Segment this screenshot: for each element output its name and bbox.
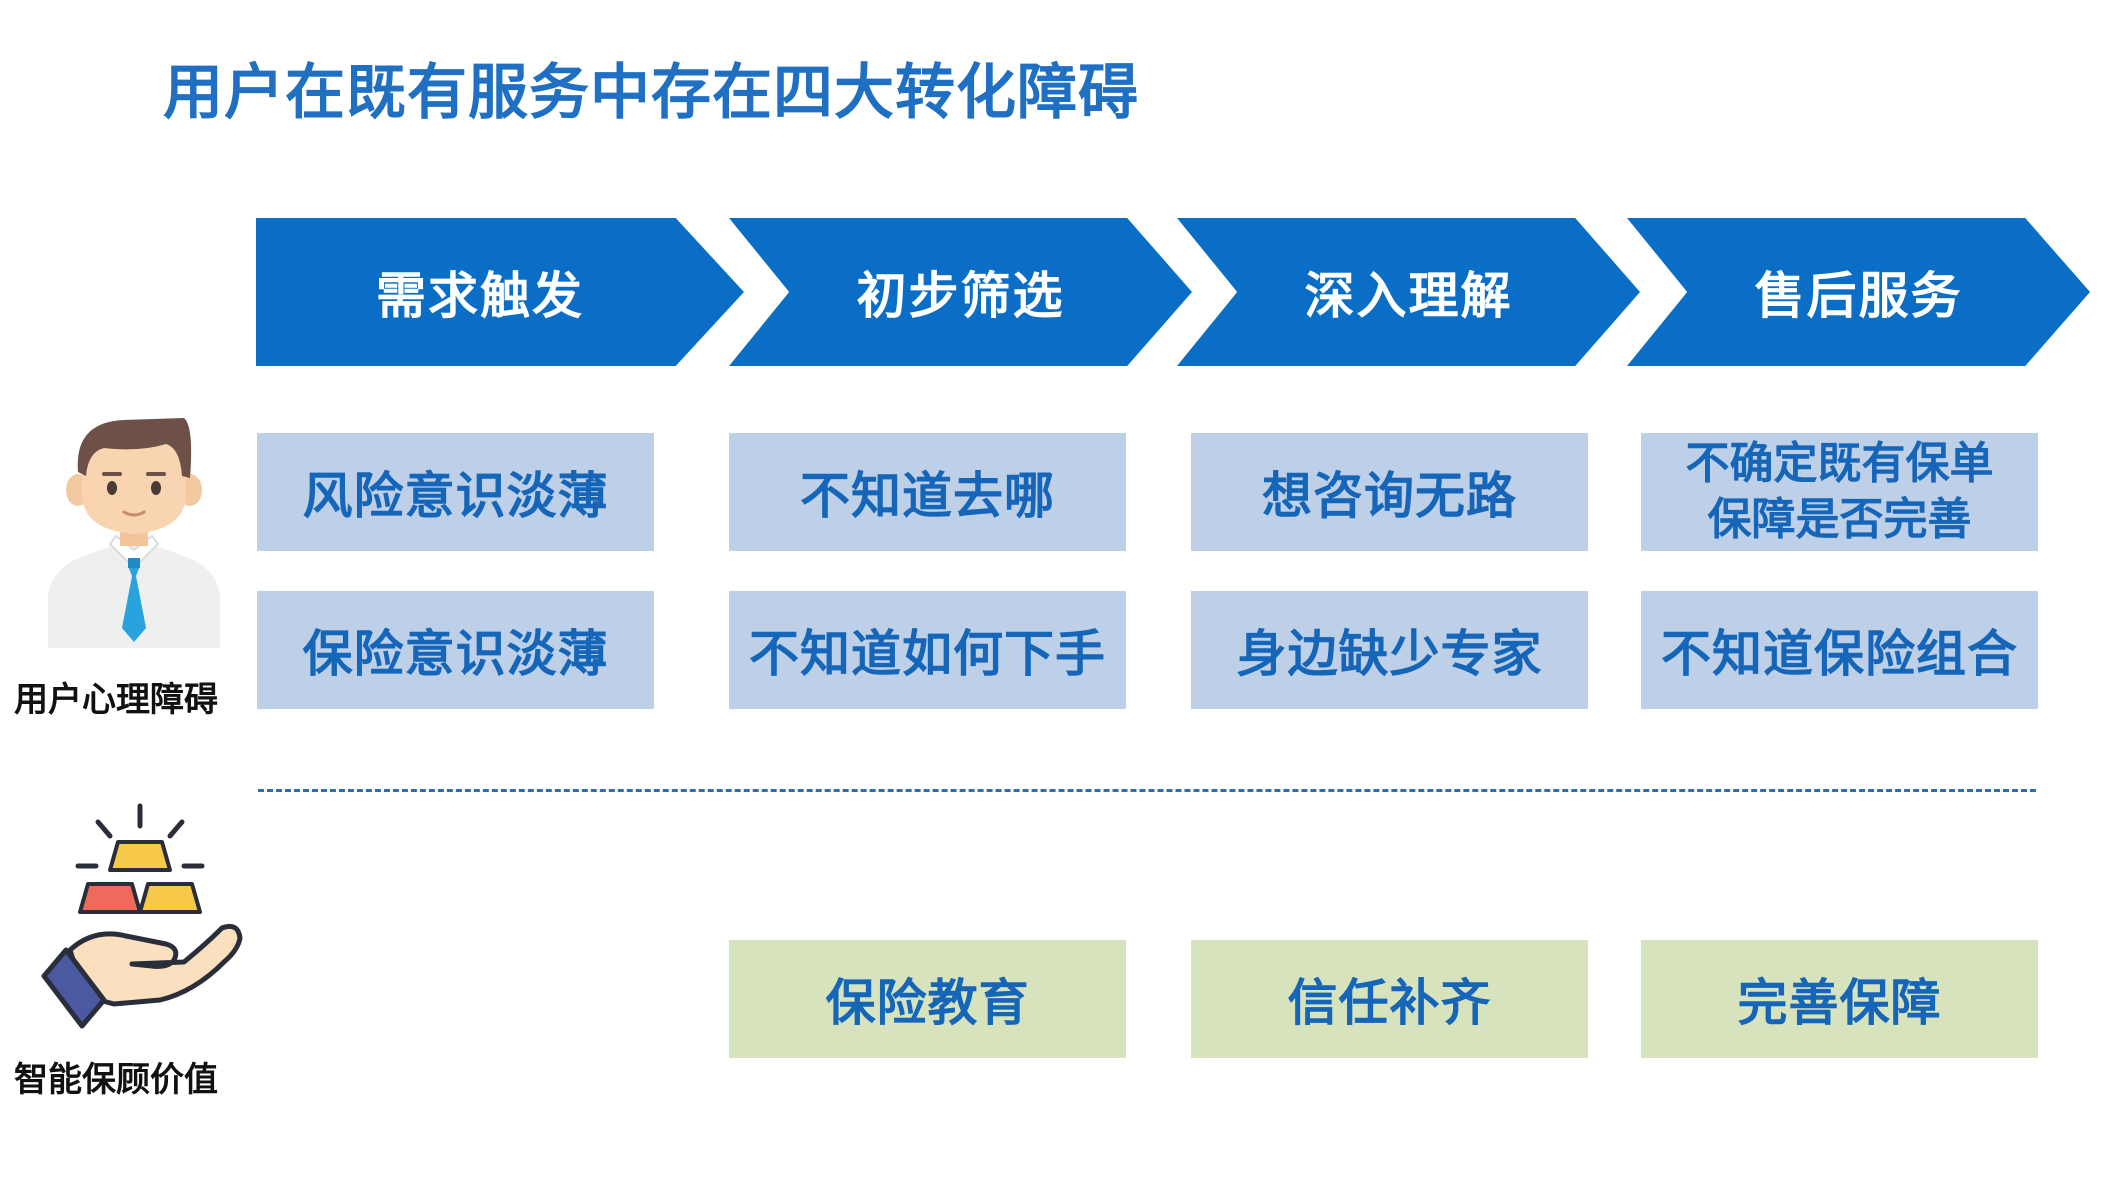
businessman-icon <box>48 418 220 648</box>
obstacle-box: 风险意识淡薄 <box>257 433 654 551</box>
obstacle-text: 保险意识淡薄 <box>302 625 609 683</box>
obstacle-text-line2: 保障是否完善 <box>1707 494 1972 545</box>
obstacle-box: 不知道保险组合 <box>1641 591 2038 709</box>
obstacle-box: 想咨询无路 <box>1191 433 1588 551</box>
value-text: 信任补齐 <box>1287 974 1492 1032</box>
obstacle-text: 不知道如何下手 <box>749 625 1106 683</box>
stage-label: 深入理解 <box>1304 267 1513 325</box>
obstacle-text: 身边缺少专家 <box>1236 625 1543 683</box>
section-divider <box>258 789 2036 792</box>
value-text: 完善保障 <box>1737 974 1942 1032</box>
stage-label: 初步筛选 <box>856 267 1065 325</box>
psychology-label: 用户心理障碍 <box>14 680 218 720</box>
obstacle-box: 不知道去哪 <box>729 433 1126 551</box>
value-text: 保险教育 <box>825 974 1030 1032</box>
obstacle-box: 不确定既有保单 保障是否完善 <box>1641 433 2038 551</box>
page-title: 用户在既有服务中存在四大转化障碍 <box>163 58 1139 128</box>
obstacle-box: 保险意识淡薄 <box>257 591 654 709</box>
obstacle-text: 不知道去哪 <box>800 467 1055 525</box>
obstacle-box: 身边缺少专家 <box>1191 591 1588 709</box>
value-box: 完善保障 <box>1641 940 2038 1058</box>
obstacle-text: 风险意识淡薄 <box>302 467 609 525</box>
stage-chevron-1: 需求触发 <box>256 218 744 366</box>
obstacle-box: 不知道如何下手 <box>729 591 1126 709</box>
value-box: 保险教育 <box>729 940 1126 1058</box>
stage-label: 售后服务 <box>1754 267 1963 325</box>
obstacle-text: 想咨询无路 <box>1262 467 1517 525</box>
obstacle-text-line1: 不确定既有保单 <box>1685 438 1994 489</box>
stage-chevron-4: 售后服务 <box>1627 218 2090 366</box>
stage-chevron-2: 初步筛选 <box>729 218 1192 366</box>
value-label: 智能保顾价值 <box>14 1060 218 1100</box>
value-box: 信任补齐 <box>1191 940 1588 1058</box>
obstacle-text: 不知道保险组合 <box>1661 625 2018 683</box>
stage-chevron-3: 深入理解 <box>1177 218 1640 366</box>
stage-label: 需求触发 <box>376 267 584 325</box>
hand-gold-bars-icon <box>41 803 243 1029</box>
